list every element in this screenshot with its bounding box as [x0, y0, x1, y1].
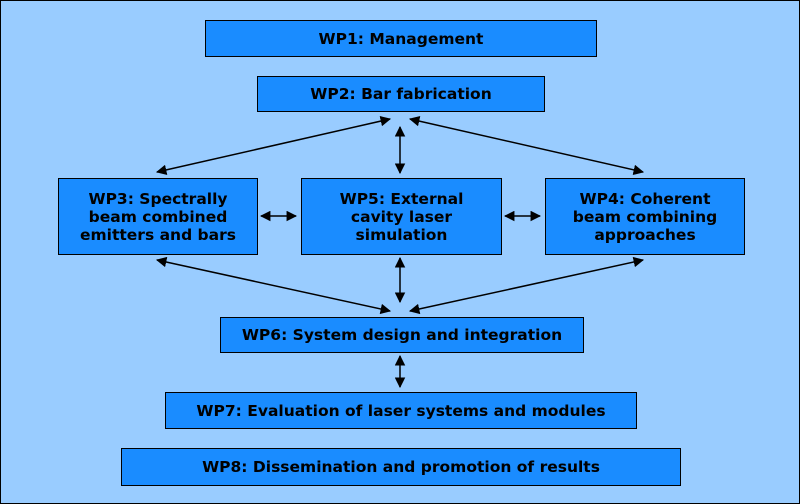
- wp1-management-box: WP1: Management: [205, 20, 597, 57]
- wp6-system-design-box: WP6: System design and integration: [220, 317, 584, 353]
- wp3-spectral-combining-box: WP3: Spectrally beam combined emitters a…: [58, 178, 258, 255]
- wp7-evaluation-box: WP7: Evaluation of laser systems and mod…: [165, 392, 637, 429]
- wp2-bar-fabrication-box: WP2: Bar fabrication: [257, 76, 545, 112]
- wp5-simulation-box: WP5: External cavity laser simulation: [301, 178, 502, 255]
- wp8-dissemination-box: WP8: Dissemination and promotion of resu…: [121, 448, 681, 486]
- wp4-coherent-combining-box: WP4: Coherent beam combining approaches: [545, 178, 745, 255]
